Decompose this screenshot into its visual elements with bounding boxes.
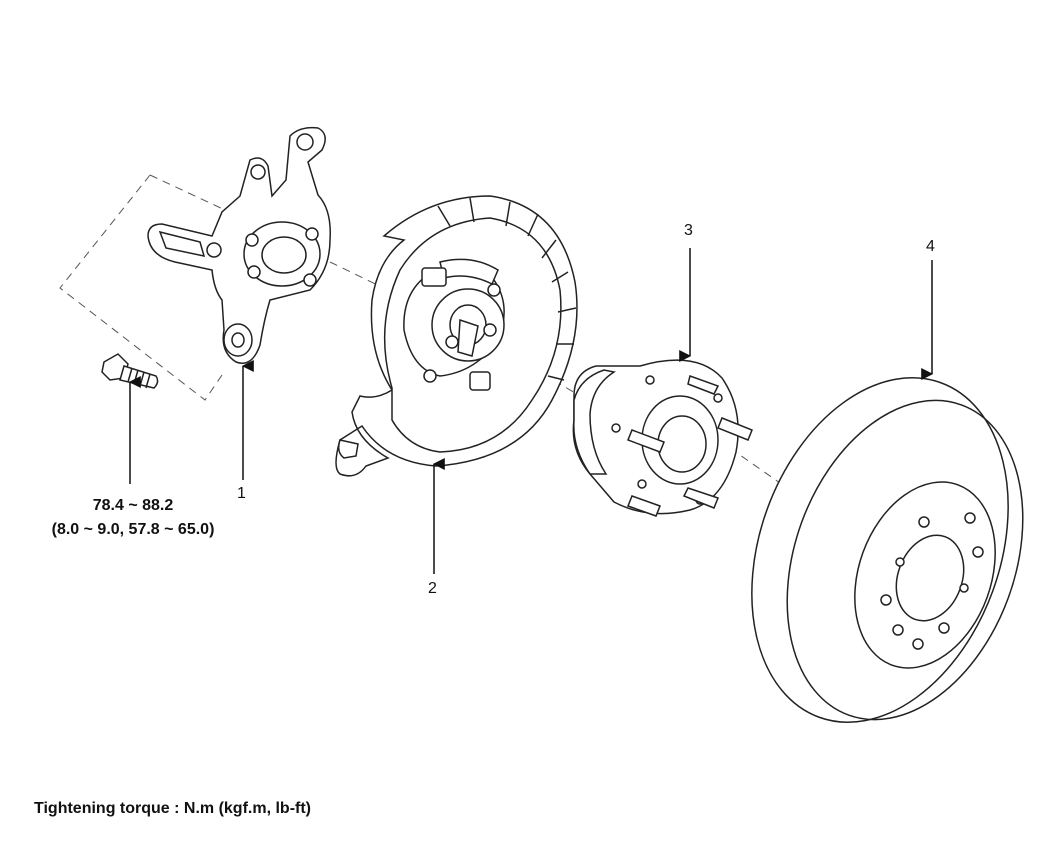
hub-bearing-part	[573, 360, 752, 516]
leader-lines	[128, 248, 934, 574]
callout-number-2: 2	[428, 580, 437, 597]
callout-number-4: 4	[926, 238, 935, 255]
callout-number-3: 3	[684, 222, 693, 239]
callout-number-1: 1	[237, 485, 246, 502]
torque-spec-nm: 78.4 ~ 88.2	[92, 497, 174, 514]
knuckle-part	[148, 128, 330, 364]
torque-spec-alt-units: (8.0 ~ 9.0, 57.8 ~ 65.0)	[51, 521, 215, 538]
tightening-torque-legend: Tightening torque : N.m (kgf.m, lb-ft)	[34, 800, 311, 817]
torque-spec: 78.4 ~ 88.2 (8.0 ~ 9.0, 57.8 ~ 65.0)	[28, 494, 238, 542]
brake-disc-part	[706, 342, 1050, 759]
backing-plate-part	[336, 196, 577, 476]
